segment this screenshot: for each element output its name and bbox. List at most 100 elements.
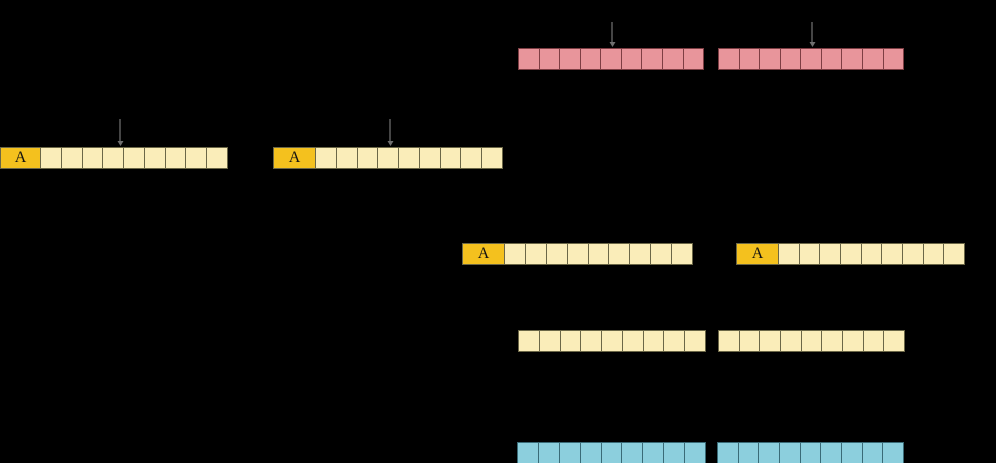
down-arrowhead-icon xyxy=(609,42,615,47)
blue-array-bottom-left xyxy=(517,442,706,463)
labeled-array-left-cell-8 xyxy=(207,148,228,168)
labeled-array-left-cell-4 xyxy=(124,148,144,168)
blue-array-bottom-left-cell-3 xyxy=(580,443,601,463)
labeled-array-center-cell-8 xyxy=(482,148,503,168)
arrow-line xyxy=(119,119,121,141)
yellow-array-lower-right-cell-8 xyxy=(884,331,905,351)
pointer-arrow-yellow-left xyxy=(117,119,124,146)
yellow-array-lower-left-cell-6 xyxy=(643,331,664,351)
yellow-array-lower-left-cell-8 xyxy=(685,331,706,351)
yellow-array-lower-right-cell-3 xyxy=(781,331,801,351)
labeled-array-center-cell-0 xyxy=(316,148,336,168)
labeled-array-center-cell-3 xyxy=(378,148,399,168)
labeled-array-mid-left-cell-5 xyxy=(609,244,630,264)
labeled-array-mid-left-header-cell: A xyxy=(463,244,504,264)
labeled-array-mid-right-cell-1 xyxy=(799,244,820,264)
labeled-array-center-cell-1 xyxy=(336,148,357,168)
labeled-array-mid-left-cell-7 xyxy=(651,244,672,264)
pink-array-top-left-cell-0 xyxy=(519,49,539,69)
labeled-array-left-cell-7 xyxy=(186,148,207,168)
blue-array-bottom-right-cell-0 xyxy=(718,443,738,463)
yellow-array-lower-right-cell-5 xyxy=(822,331,843,351)
pink-array-top-right-cell-8 xyxy=(883,49,904,69)
labeled-array-left-cell-2 xyxy=(82,148,103,168)
labeled-array-mid-left-cell-4 xyxy=(588,244,609,264)
blue-array-bottom-right-cell-1 xyxy=(738,443,759,463)
yellow-array-lower-left-cell-4 xyxy=(602,331,622,351)
yellow-array-lower-right-cell-0 xyxy=(719,331,739,351)
pink-array-top-right-cell-7 xyxy=(862,49,883,69)
pink-array-top-left-cell-5 xyxy=(621,49,642,69)
blue-array-bottom-left-cell-7 xyxy=(664,443,685,463)
down-arrowhead-icon xyxy=(809,42,815,47)
pink-array-top-left-cell-4 xyxy=(601,49,621,69)
labeled-array-mid-right-cell-5 xyxy=(882,244,903,264)
pink-array-top-left-cell-8 xyxy=(683,49,704,69)
blue-array-bottom-right-cell-7 xyxy=(862,443,883,463)
pink-array-top-right-cell-2 xyxy=(760,49,780,69)
pink-array-top-right-cell-4 xyxy=(801,49,821,69)
labeled-array-left-cell-3 xyxy=(103,148,124,168)
arrow-line xyxy=(389,119,391,141)
yellow-array-lower-right-cell-6 xyxy=(843,331,863,351)
pink-array-top-left-cell-1 xyxy=(539,49,560,69)
blue-array-bottom-right-cell-6 xyxy=(842,443,862,463)
yellow-array-lower-left-cell-3 xyxy=(581,331,602,351)
pointer-arrow-pink-left xyxy=(609,22,616,47)
yellow-array-lower-left xyxy=(518,330,706,352)
yellow-array-lower-right-cell-7 xyxy=(863,331,884,351)
blue-array-bottom-left-cell-5 xyxy=(622,443,643,463)
yellow-array-lower-right-cell-2 xyxy=(760,331,781,351)
labeled-array-mid-left-cell-1 xyxy=(525,244,546,264)
labeled-array-center-cell-4 xyxy=(399,148,419,168)
labeled-array-mid-right: A xyxy=(736,243,965,265)
blue-array-bottom-left-cell-1 xyxy=(538,443,559,463)
pink-array-top-left-cell-6 xyxy=(642,49,662,69)
labeled-array-mid-left-cell-3 xyxy=(567,244,588,264)
labeled-array-center-header-cell: A xyxy=(274,148,315,168)
labeled-array-mid-right-cell-7 xyxy=(923,244,944,264)
arrow-line xyxy=(611,22,613,42)
blue-array-bottom-left-cell-8 xyxy=(685,443,706,463)
labeled-array-mid-right-cell-3 xyxy=(841,244,861,264)
labeled-array-left-cell-1 xyxy=(61,148,82,168)
pink-array-top-right-cell-0 xyxy=(719,49,739,69)
pink-array-top-right xyxy=(718,48,904,70)
yellow-array-lower-right-cell-4 xyxy=(801,331,822,351)
pointer-arrow-pink-right xyxy=(809,22,816,47)
blue-array-bottom-right-cell-4 xyxy=(800,443,821,463)
labeled-array-mid-left-cell-6 xyxy=(630,244,651,264)
pink-array-top-left-cell-3 xyxy=(580,49,601,69)
labeled-array-center: A xyxy=(273,147,503,169)
labeled-array-center-cell-6 xyxy=(440,148,461,168)
labeled-array-mid-left-cell-2 xyxy=(546,244,567,264)
arrow-line xyxy=(811,22,813,42)
pink-array-top-left-cell-2 xyxy=(560,49,580,69)
yellow-array-lower-left-cell-2 xyxy=(560,331,581,351)
pink-array-top-right-cell-5 xyxy=(821,49,842,69)
labeled-array-mid-right-cell-6 xyxy=(903,244,923,264)
labeled-array-center-cell-5 xyxy=(419,148,440,168)
blue-array-bottom-right-cell-5 xyxy=(821,443,842,463)
yellow-array-lower-left-cell-1 xyxy=(539,331,560,351)
labeled-array-mid-right-header-cell: A xyxy=(737,244,778,264)
yellow-array-lower-right xyxy=(718,330,905,352)
blue-array-bottom-right-cell-2 xyxy=(759,443,780,463)
labeled-array-mid-right-cell-4 xyxy=(861,244,882,264)
pink-array-top-right-cell-6 xyxy=(842,49,862,69)
labeled-array-mid-left: A xyxy=(462,243,693,265)
blue-array-bottom-left-cell-0 xyxy=(518,443,538,463)
labeled-array-mid-right-cell-0 xyxy=(779,244,799,264)
labeled-array-center-cell-2 xyxy=(357,148,378,168)
labeled-array-left-header-cell: A xyxy=(1,148,40,168)
labeled-array-left: A xyxy=(0,147,228,169)
yellow-array-lower-right-cell-1 xyxy=(739,331,760,351)
pink-array-top-left-cell-7 xyxy=(662,49,683,69)
blue-array-bottom-left-cell-6 xyxy=(643,443,664,463)
yellow-array-lower-left-cell-5 xyxy=(622,331,643,351)
labeled-array-center-cell-7 xyxy=(461,148,482,168)
labeled-array-left-cell-5 xyxy=(144,148,165,168)
labeled-array-left-cell-0 xyxy=(41,148,61,168)
blue-array-bottom-right-cell-8 xyxy=(883,443,904,463)
